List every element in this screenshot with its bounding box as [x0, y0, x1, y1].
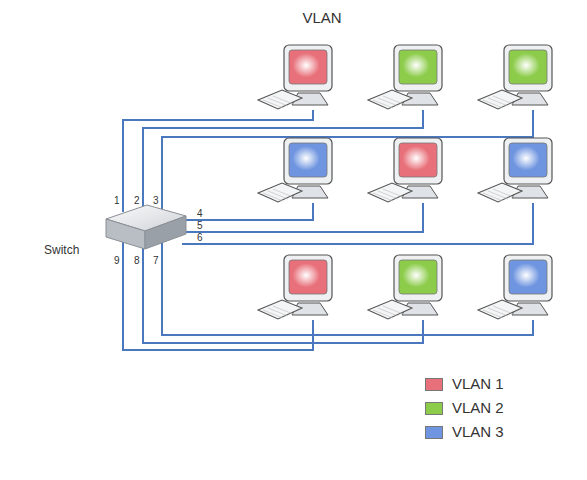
port-number: 2 — [134, 196, 140, 206]
diagram-title: VLAN — [302, 10, 341, 25]
keyboard-keys — [488, 98, 508, 106]
computer-icon — [258, 138, 332, 202]
keyboard-keys — [273, 306, 293, 314]
computer-icon — [478, 255, 552, 319]
device-label: Switch — [44, 244, 80, 256]
keyboard — [258, 183, 302, 202]
network-cable — [123, 110, 533, 350]
computer-icon — [368, 138, 442, 202]
keyboard — [258, 90, 302, 109]
computer-icon — [478, 45, 552, 109]
keyboard-keys — [263, 310, 283, 318]
keyboard — [368, 183, 412, 202]
monitor-screen — [289, 143, 327, 177]
monitor-frame — [504, 45, 552, 91]
monitor-frame — [394, 255, 442, 301]
keyboard-keys — [378, 191, 398, 199]
monitor-screen — [509, 50, 547, 84]
computer-icon — [368, 45, 442, 109]
keyboard-keys — [383, 96, 403, 104]
keyboard-keys — [483, 310, 503, 318]
port-number: 5 — [197, 221, 203, 231]
port-number: 4 — [197, 209, 203, 219]
legend-swatch — [425, 378, 443, 391]
keyboard-keys — [493, 306, 513, 314]
switch-box — [106, 205, 186, 249]
keyboard-keys — [373, 100, 393, 108]
keyboard-keys — [483, 193, 503, 201]
port-number: 9 — [114, 256, 120, 266]
port-number: 3 — [153, 196, 159, 206]
legend-swatch — [425, 402, 443, 415]
monitor-frame — [394, 45, 442, 91]
monitor-frame — [394, 138, 442, 184]
keyboard-keys — [488, 308, 508, 316]
keyboard-keys — [383, 189, 403, 197]
computer-icon — [258, 45, 332, 109]
computer-icon — [258, 255, 332, 319]
keyboard — [368, 90, 412, 109]
monitor-screen — [289, 260, 327, 294]
keyboard-keys — [373, 310, 393, 318]
monitor-frame — [504, 255, 552, 301]
monitor-screen — [509, 143, 547, 177]
keyboard-keys — [493, 96, 513, 104]
keyboard — [258, 300, 302, 319]
monitor-frame — [284, 255, 332, 301]
keyboard-keys — [273, 96, 293, 104]
keyboard — [478, 183, 522, 202]
keyboard-keys — [488, 191, 508, 199]
keyboard — [368, 300, 412, 319]
keyboard-keys — [263, 193, 283, 201]
legend-label: VLAN 1 — [452, 376, 504, 391]
keyboard-keys — [268, 191, 288, 199]
monitor-screen — [289, 50, 327, 84]
legend-swatch — [425, 426, 443, 439]
port-number: 6 — [197, 233, 203, 243]
keyboard-keys — [373, 193, 393, 201]
keyboard-keys — [483, 100, 503, 108]
computer-icon — [368, 255, 442, 319]
keyboard — [478, 90, 522, 109]
keyboard-keys — [493, 189, 513, 197]
keyboard-keys — [263, 100, 283, 108]
legend-label: VLAN 3 — [452, 424, 504, 439]
computer-icon — [478, 138, 552, 202]
switch-node: Switch — [44, 244, 80, 256]
monitor-frame — [284, 45, 332, 91]
port-number: 8 — [134, 256, 140, 266]
keyboard-keys — [383, 306, 403, 314]
keyboard-keys — [273, 189, 293, 197]
port-number: 1 — [114, 196, 120, 206]
monitor-frame — [284, 138, 332, 184]
keyboard-keys — [268, 308, 288, 316]
keyboard — [478, 300, 522, 319]
port-number: 7 — [153, 256, 159, 266]
monitor-screen — [399, 260, 437, 294]
keyboard-keys — [268, 98, 288, 106]
monitor-screen — [509, 260, 547, 294]
keyboard-keys — [378, 308, 398, 316]
monitor-frame — [504, 138, 552, 184]
monitor-screen — [399, 143, 437, 177]
monitor-screen — [399, 50, 437, 84]
keyboard-keys — [378, 98, 398, 106]
legend-label: VLAN 2 — [452, 400, 504, 415]
